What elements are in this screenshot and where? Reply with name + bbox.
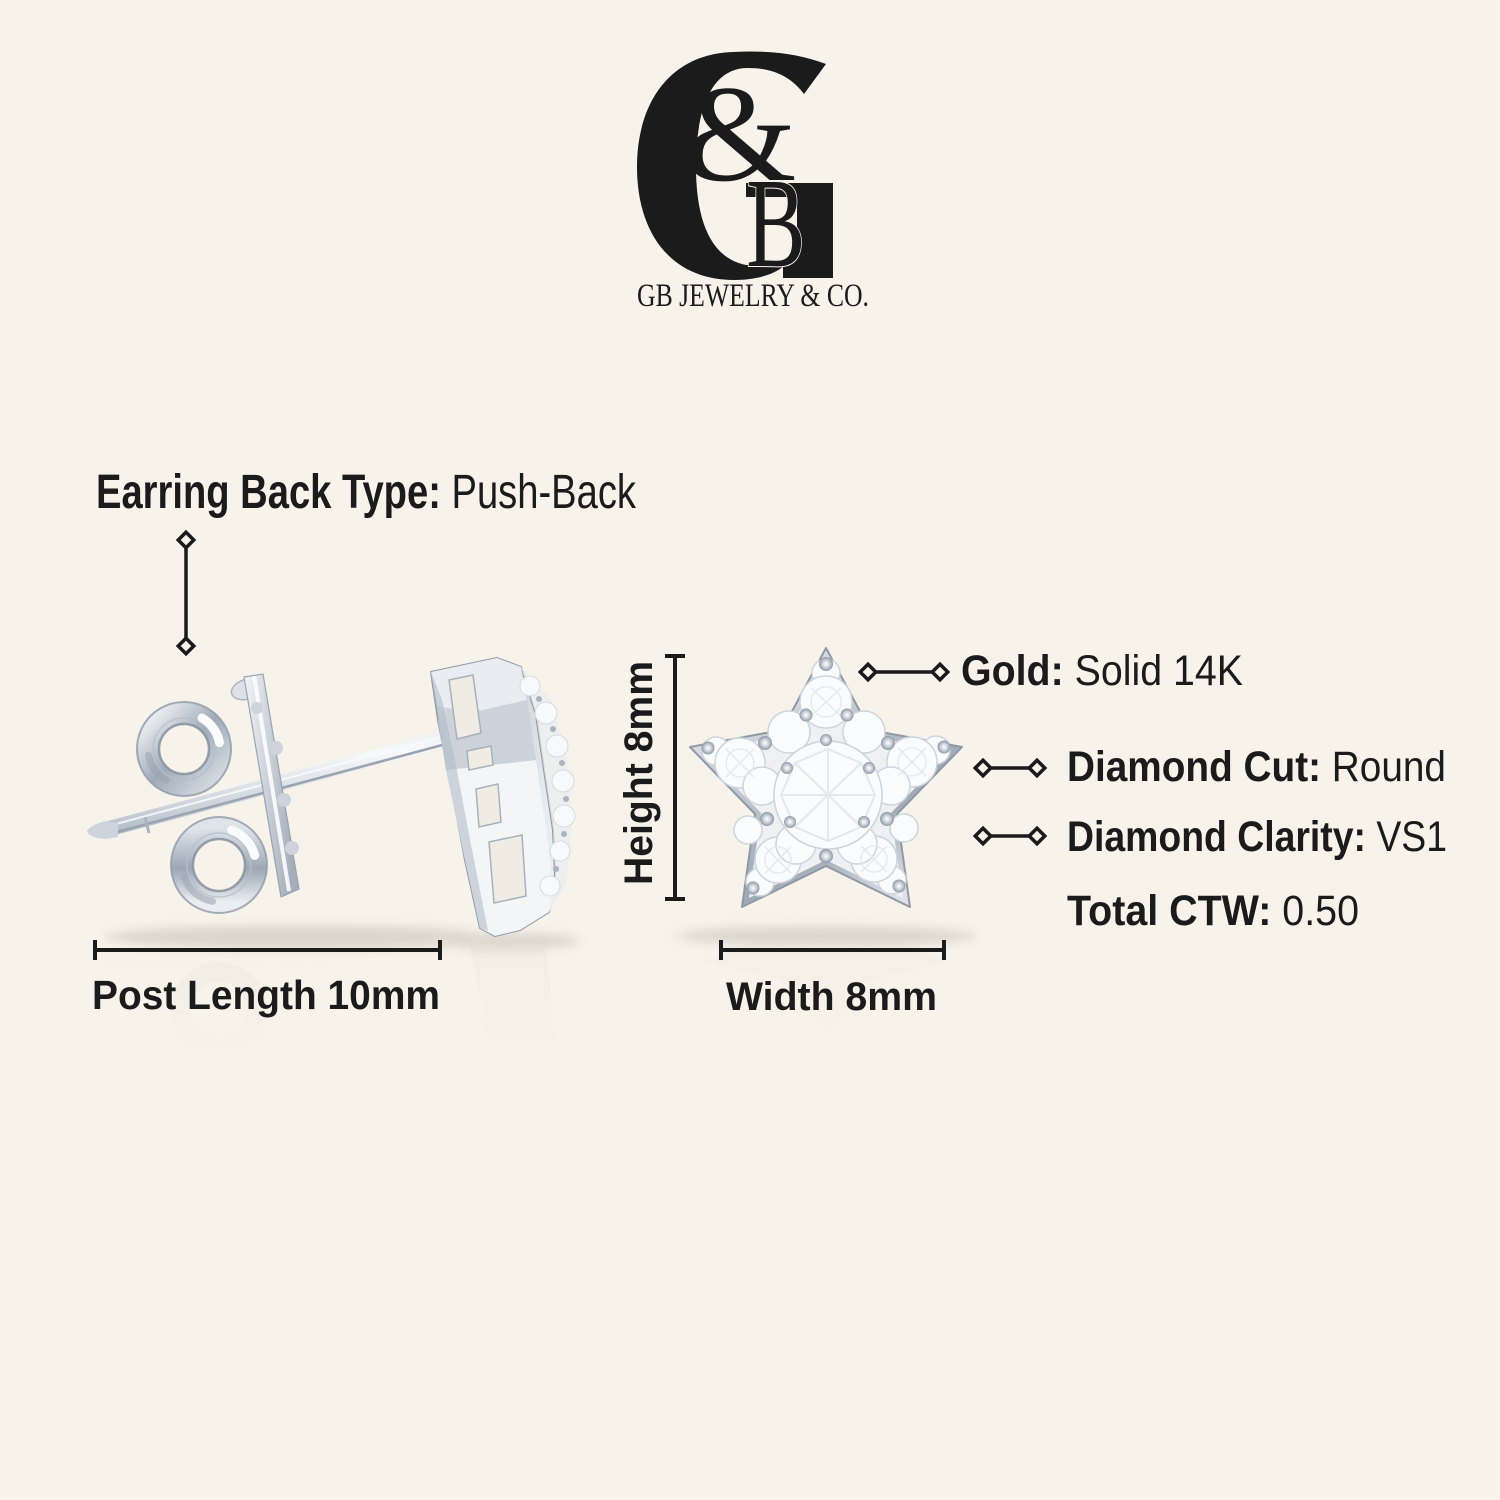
svg-text:Earring Back Type: Push-Back: Earring Back Type: Push-Back [96,466,637,519]
svg-text:&: & [683,57,797,210]
svg-text:Diamond Clarity: VS1: Diamond Clarity: VS1 [1067,813,1447,861]
svg-text:Post Length 10mm: Post Length 10mm [92,972,440,1018]
svg-text:B: B [746,152,805,294]
svg-text:Diamond Cut: Round: Diamond Cut: Round [1067,743,1446,791]
svg-text:Height 8mm: Height 8mm [617,661,661,885]
svg-text:GB JEWELRY & CO.: GB JEWELRY & CO. [637,278,869,314]
svg-text:Gold: Solid 14K: Gold: Solid 14K [961,647,1243,695]
svg-text:Total CTW: 0.50: Total CTW: 0.50 [1067,887,1359,935]
svg-text:Width 8mm: Width 8mm [726,975,937,1019]
